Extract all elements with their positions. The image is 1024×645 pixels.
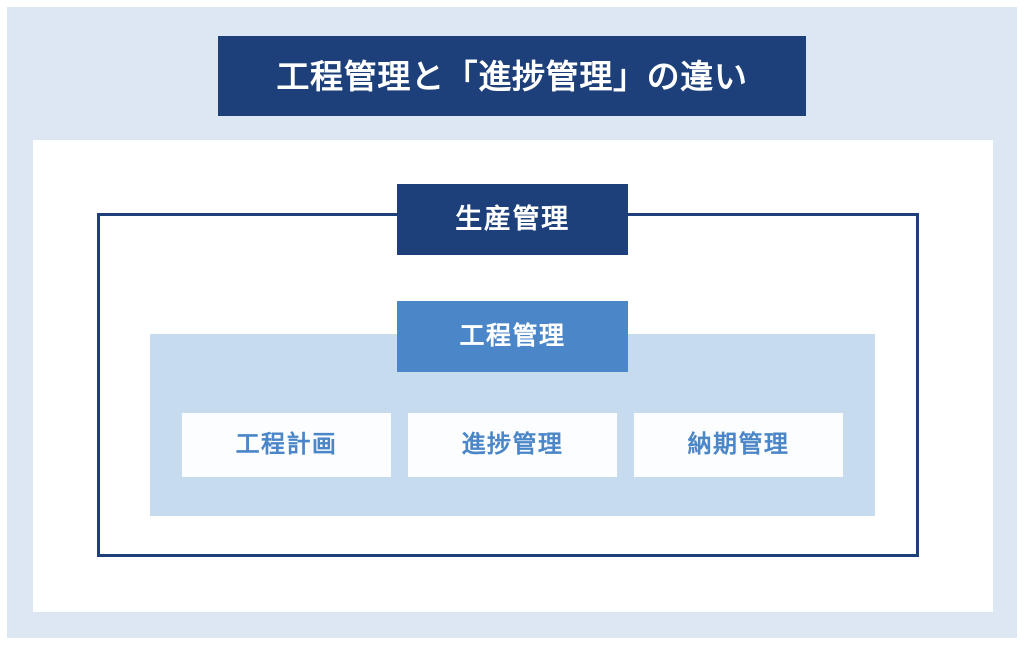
sub-item-progress-management: 進捗管理	[408, 413, 617, 477]
title-banner: 工程管理と「進捗管理」の違い	[218, 36, 806, 116]
diagram-card: 生産管理 工程管理 工程計画 進捗管理 納期管理	[33, 140, 993, 612]
sub-item-delivery-management: 納期管理	[634, 413, 843, 477]
sub-item-row: 工程計画 進捗管理 納期管理	[182, 413, 843, 477]
label-box-process-management: 工程管理	[397, 301, 628, 372]
label-box-production-management: 生産管理	[397, 184, 628, 255]
sub-item-process-plan: 工程計画	[182, 413, 391, 477]
sub-item-label: 進捗管理	[461, 431, 564, 458]
label-process-management: 工程管理	[459, 322, 566, 350]
sub-item-label: 納期管理	[687, 431, 790, 458]
label-production-management: 生産管理	[455, 204, 570, 234]
page-title: 工程管理と「進捗管理」の違い	[276, 57, 748, 95]
sub-item-label: 工程計画	[235, 431, 338, 458]
